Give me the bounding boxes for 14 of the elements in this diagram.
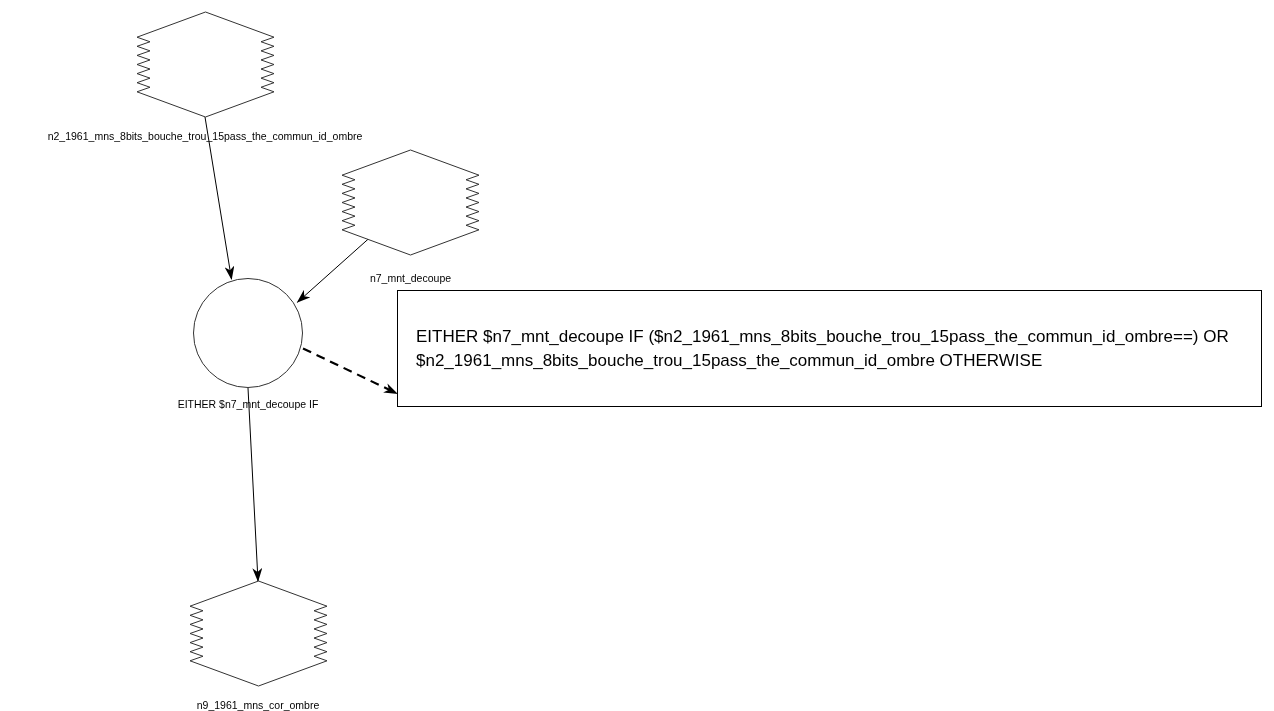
node-label: n7_mnt_decoupe	[369, 272, 452, 285]
expression-box	[397, 290, 1262, 407]
circle-shape	[193, 278, 303, 388]
arrow	[296, 238, 369, 303]
arrow	[247, 387, 263, 582]
hexagon-shape	[189, 581, 327, 686]
node-label: EITHER $n7_mnt_decoupe IF	[177, 398, 319, 411]
arrow	[204, 116, 235, 281]
hexagon-shape	[136, 12, 274, 117]
node-label: n9_1961_mns_cor_ombre	[196, 699, 320, 711]
dashed-arrow	[302, 347, 398, 395]
node-label: n2_1961_mns_8bits_bouche_trou_15pass_the_commun_id_ombre	[47, 130, 363, 143]
hexagon-shape	[342, 150, 479, 255]
expression-text: EITHER $n7_mnt_decoupe IF ($n2_1961_mns_8bits_bouche_trou_15pass_the_commun_id_ombre==) OR $n2_1961_mns_8bits_bouche_trou_15pass_the_commun_id_ombre OTHERWISE	[416, 325, 1230, 372]
